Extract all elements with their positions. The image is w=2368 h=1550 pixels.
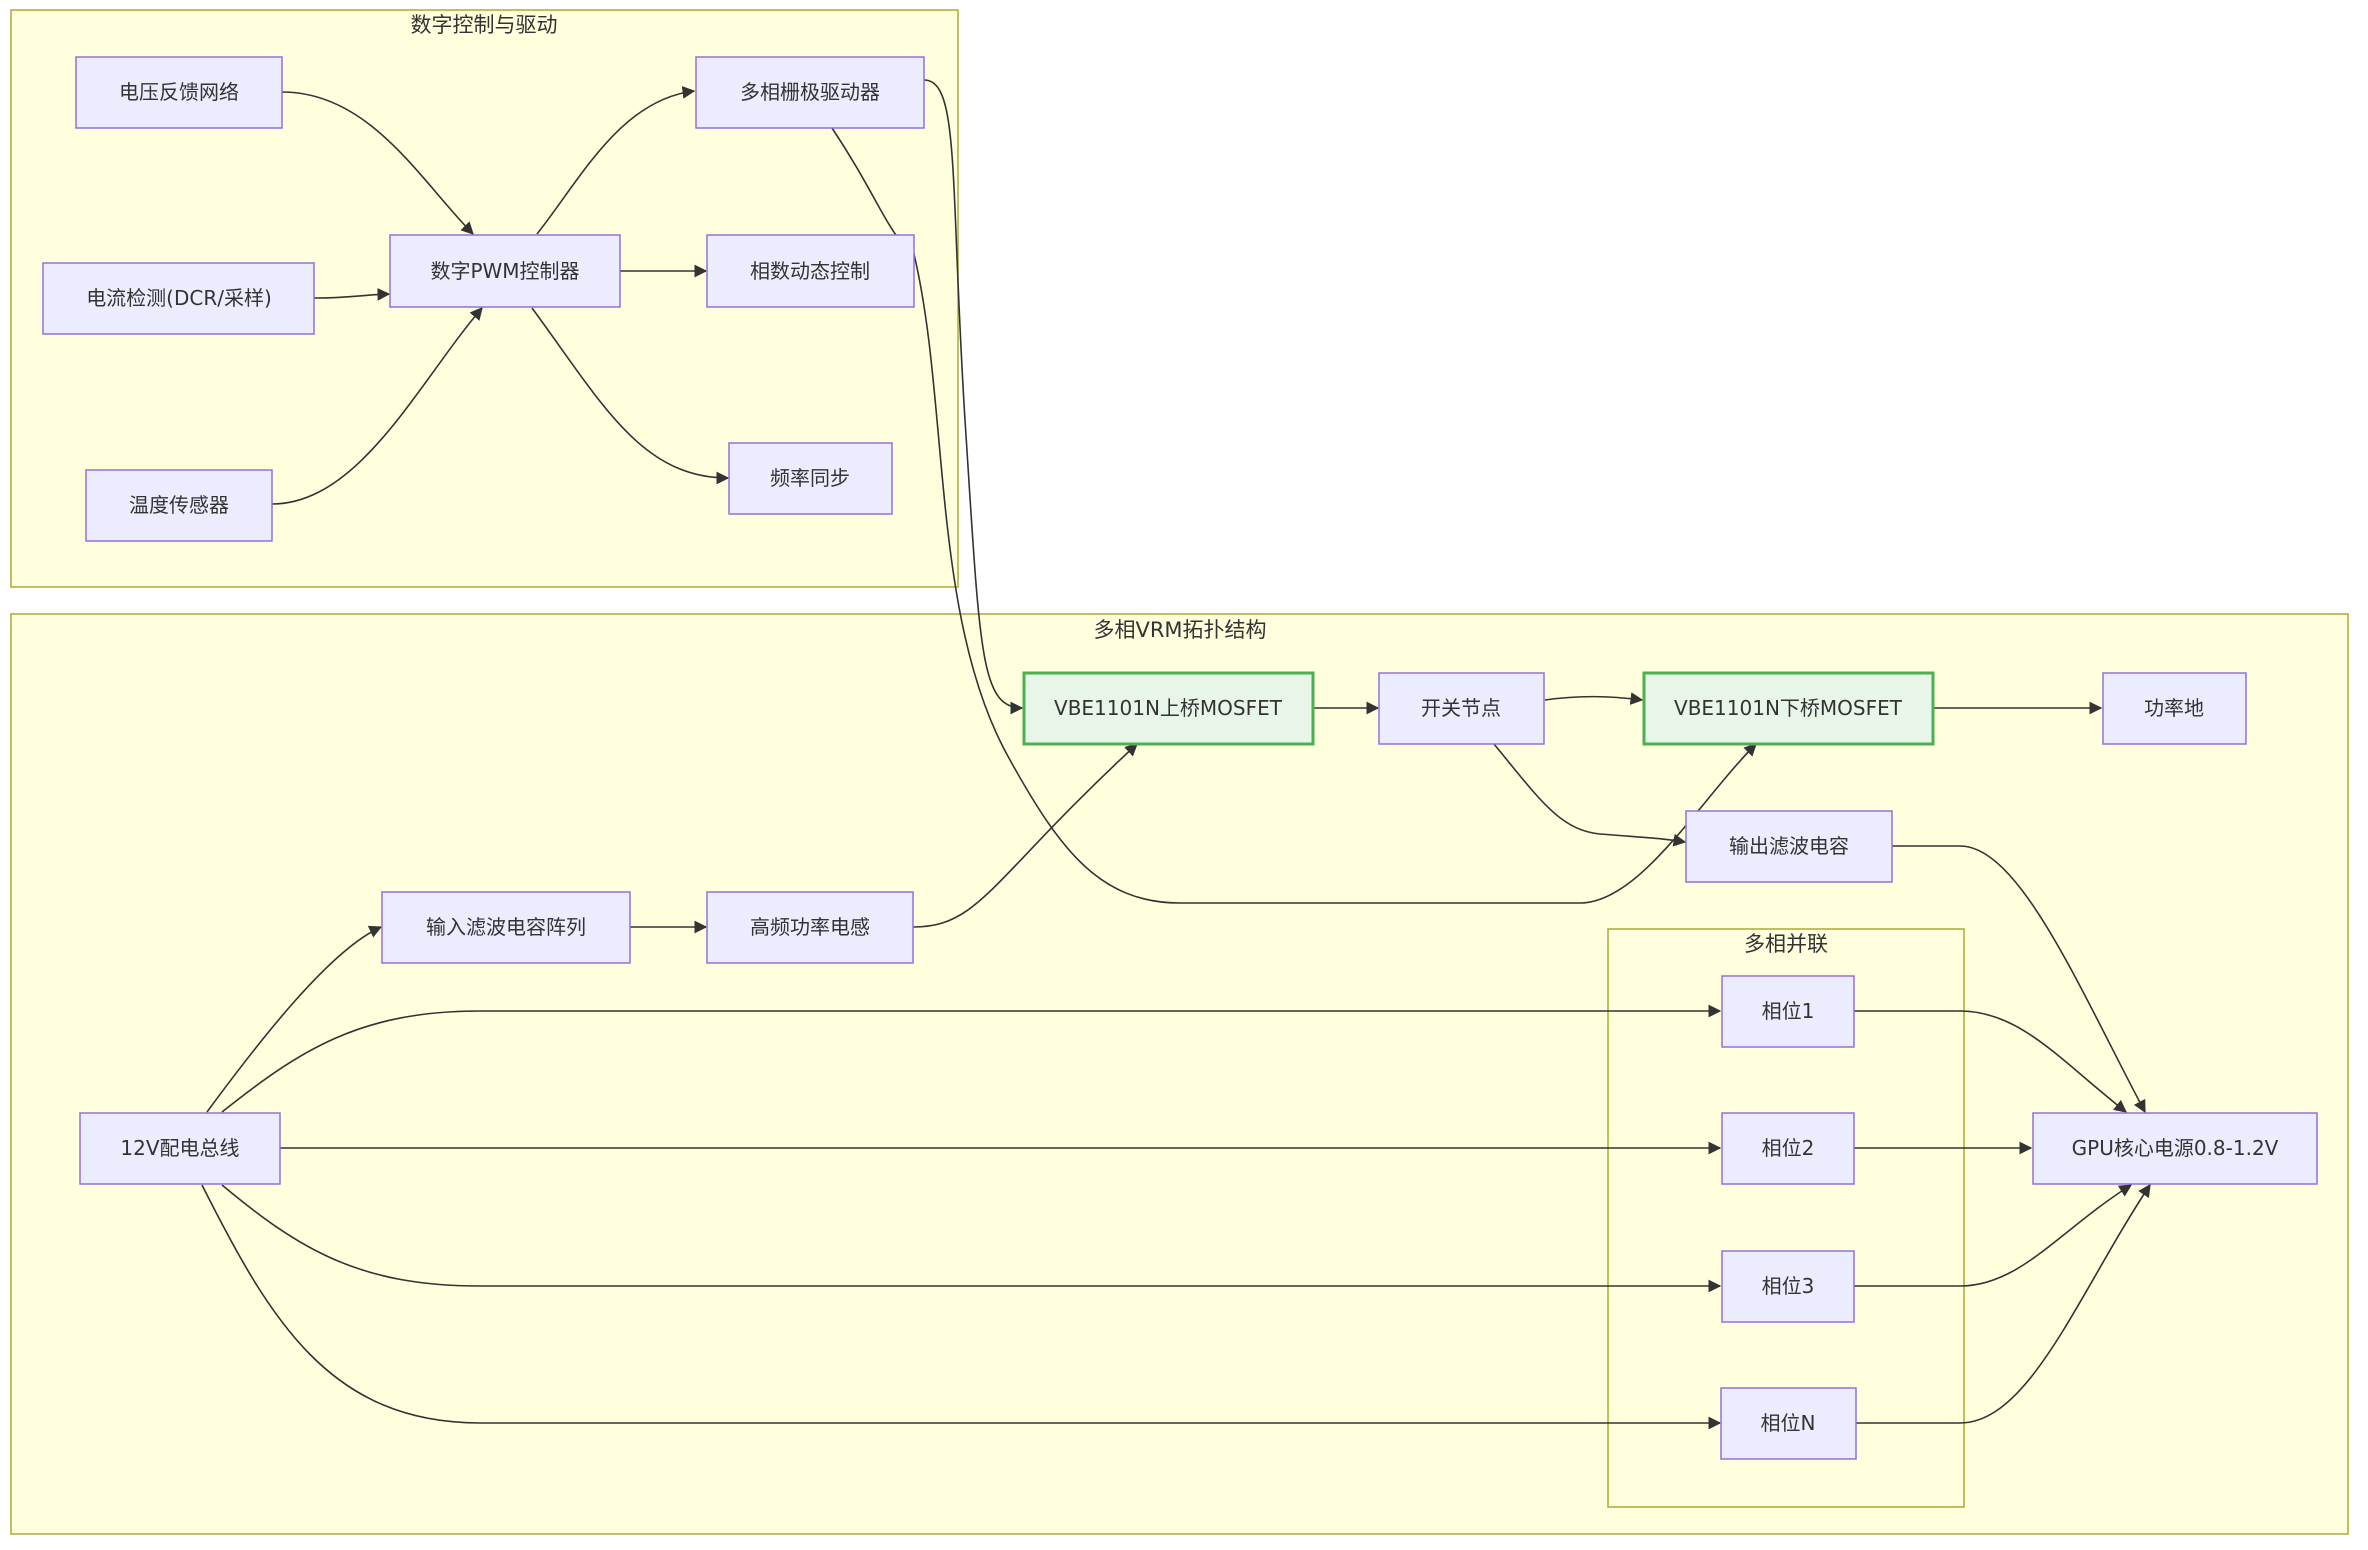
nodes: 电压反馈网络 电流检测(DCR/采样) 温度传感器 数字PWM控制器 多相栅极驱… xyxy=(42,56,2318,1460)
node-high-side-mosfet-label: VBE1101N上桥MOSFET xyxy=(1054,696,1283,720)
cluster-multiphase-parallel-label: 多相并联 xyxy=(1744,932,1828,956)
node-phase-n[interactable]: 相位N xyxy=(1720,1387,1857,1460)
node-frequency-sync-label: 频率同步 xyxy=(770,466,850,490)
node-high-freq-inductor-label: 高频功率电感 xyxy=(750,915,870,939)
node-digital-pwm-controller-label: 数字PWM控制器 xyxy=(430,259,579,283)
edge-bus-to-phase3 xyxy=(221,1184,1722,1293)
edge-switch-node-to-low-mosfet xyxy=(1544,692,1644,705)
node-gpu-core-power[interactable]: GPU核心电源0.8-1.2V xyxy=(2032,1112,2318,1185)
node-input-filter-capacitor-array[interactable]: 输入滤波电容阵列 xyxy=(381,891,631,964)
edge-phase1-to-gpu xyxy=(1854,1010,2128,1113)
node-high-freq-inductor[interactable]: 高频功率电感 xyxy=(706,891,914,964)
node-phase-3-label: 相位3 xyxy=(1762,1274,1815,1298)
edge-voltage-fb-to-pwm xyxy=(281,91,474,235)
edge-current-sense-to-pwm xyxy=(313,288,391,301)
node-multiphase-gate-driver[interactable]: 多相栅极驱动器 xyxy=(695,56,925,129)
edge-gate-driver-to-high-mosfet xyxy=(923,79,1024,715)
edge-bus-to-phaseN xyxy=(201,1184,1722,1430)
node-gpu-core-power-label: GPU核心电源0.8-1.2V xyxy=(2072,1136,2279,1160)
node-multiphase-gate-driver-label: 多相栅极驱动器 xyxy=(740,80,880,104)
edge-out-cap-to-gpu xyxy=(1892,845,2146,1114)
node-frequency-sync[interactable]: 频率同步 xyxy=(728,442,893,515)
edge-pwm-to-freq-sync xyxy=(531,307,730,485)
cluster-vrm-topology: 多相VRM拓扑结构 xyxy=(10,613,2349,1535)
node-low-side-mosfet[interactable]: VBE1101N下桥MOSFET xyxy=(1642,671,1935,746)
node-phase-dynamic-control[interactable]: 相数动态控制 xyxy=(706,234,915,308)
node-input-filter-capacitor-array-label: 输入滤波电容阵列 xyxy=(426,915,586,939)
node-phase-n-label: 相位N xyxy=(1761,1411,1816,1435)
cluster-digital-control-label: 数字控制与驱动 xyxy=(411,13,558,37)
edge-switch-node-to-out-cap xyxy=(1493,743,1687,847)
edge-phaseN-to-gpu xyxy=(1856,1183,2151,1424)
node-high-side-mosfet[interactable]: VBE1101N上桥MOSFET xyxy=(1022,671,1315,746)
node-voltage-feedback-network-label: 电压反馈网络 xyxy=(119,80,239,104)
node-phase-1[interactable]: 相位1 xyxy=(1721,975,1855,1048)
node-phase-2[interactable]: 相位2 xyxy=(1721,1112,1855,1185)
node-power-ground[interactable]: 功率地 xyxy=(2102,672,2247,745)
node-current-sense[interactable]: 电流检测(DCR/采样) xyxy=(42,262,315,335)
node-digital-pwm-controller[interactable]: 数字PWM控制器 xyxy=(389,234,621,308)
node-phase-3[interactable]: 相位3 xyxy=(1721,1250,1855,1323)
node-output-filter-capacitor-label: 输出滤波电容 xyxy=(1729,834,1849,858)
node-temperature-sensor-label: 温度传感器 xyxy=(129,493,229,517)
node-switch-node[interactable]: 开关节点 xyxy=(1378,672,1545,745)
node-voltage-feedback-network[interactable]: 电压反馈网络 xyxy=(75,56,283,129)
edge-bus-to-phase1 xyxy=(221,1004,1722,1113)
cluster-vrm-topology-label: 多相VRM拓扑结构 xyxy=(1093,618,1266,642)
node-12v-bus-label: 12V配电总线 xyxy=(120,1136,239,1160)
edge-pwm-to-gate-driver xyxy=(536,86,696,235)
edge-bus-to-in-cap xyxy=(206,925,383,1113)
edge-phase3-to-gpu xyxy=(1854,1184,2133,1287)
node-phase-1-label: 相位1 xyxy=(1762,999,1815,1023)
node-power-ground-label: 功率地 xyxy=(2144,696,2204,720)
node-output-filter-capacitor[interactable]: 输出滤波电容 xyxy=(1685,810,1893,883)
node-low-side-mosfet-label: VBE1101N下桥MOSFET xyxy=(1674,696,1903,720)
node-phase-dynamic-control-label: 相数动态控制 xyxy=(750,259,870,283)
node-phase-2-label: 相位2 xyxy=(1762,1136,1815,1160)
node-12v-bus[interactable]: 12V配电总线 xyxy=(79,1112,281,1185)
edge-temp-sensor-to-pwm xyxy=(271,307,483,505)
edge-inductor-to-high-mosfet xyxy=(912,743,1138,928)
node-current-sense-label: 电流检测(DCR/采样) xyxy=(86,286,272,310)
node-switch-node-label: 开关节点 xyxy=(1421,696,1501,720)
node-temperature-sensor[interactable]: 温度传感器 xyxy=(85,469,273,542)
